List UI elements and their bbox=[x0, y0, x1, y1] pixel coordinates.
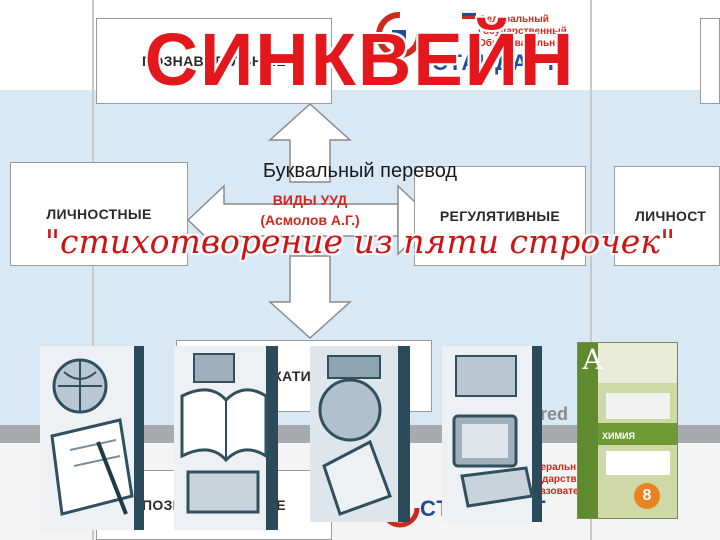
logo-line-3: Образовательный bbox=[520, 486, 612, 497]
logo-line-2: Государственный bbox=[478, 26, 567, 37]
box-personal-right: ЛИЧНОСТ bbox=[614, 166, 720, 266]
divider-line bbox=[92, 0, 94, 540]
book-letter: А bbox=[582, 343, 604, 376]
logo-brand: СТАНДАРТ bbox=[432, 50, 559, 75]
slide-title: СИНКВЕЙН bbox=[144, 18, 576, 101]
box-regulatory: РЕГУЛЯТИВНЫЕ bbox=[414, 166, 586, 266]
arrow-up bbox=[268, 102, 352, 183]
center-line-2: (Асмолов А.Г.) bbox=[260, 212, 360, 228]
book-grade-badge: 8 bbox=[634, 483, 660, 509]
center-line-1: ВИДЫ УУД bbox=[272, 192, 348, 208]
logo-line-3: Образовательный bbox=[478, 38, 570, 49]
box-personal: ЛИЧНОСТНЫЕ bbox=[10, 162, 188, 266]
science-instruments-clipart bbox=[310, 346, 410, 522]
book-cover-art bbox=[578, 343, 677, 518]
ghost-text: red bbox=[540, 404, 569, 424]
open-books-clipart bbox=[174, 346, 278, 530]
globe-compass-clipart bbox=[40, 346, 144, 530]
logo-line-2: Государственный bbox=[520, 474, 609, 485]
box-edge bbox=[700, 18, 720, 104]
chemistry-textbook-cover: А ХИМИЯ 8 bbox=[577, 342, 678, 519]
book-title: ХИМИЯ bbox=[602, 431, 635, 441]
logo-caption-bottom: Федеральный Государственный Образователь… bbox=[520, 462, 612, 498]
logo-line-1: Федеральный bbox=[520, 462, 591, 473]
arrow-down bbox=[268, 255, 352, 340]
divider-line bbox=[590, 0, 592, 540]
computer-monitor-clipart bbox=[442, 346, 542, 522]
box-cognitive: ПОЗНАВАТЕЛЬНЫЕ bbox=[96, 18, 332, 104]
logo-line-1: Федеральный bbox=[478, 14, 549, 25]
slide-subtitle: Буквальный перевод bbox=[262, 160, 458, 182]
diagram-center-label: ВИДЫ УУД (Асмолов А.Г.) bbox=[222, 190, 398, 230]
fgos-logo-icon bbox=[376, 12, 422, 58]
slide-quote: "стихотворение из пяти строчек" bbox=[44, 222, 676, 261]
logo-caption: Федеральный Государственный Образователь… bbox=[478, 14, 570, 50]
flag-icon bbox=[462, 10, 476, 19]
